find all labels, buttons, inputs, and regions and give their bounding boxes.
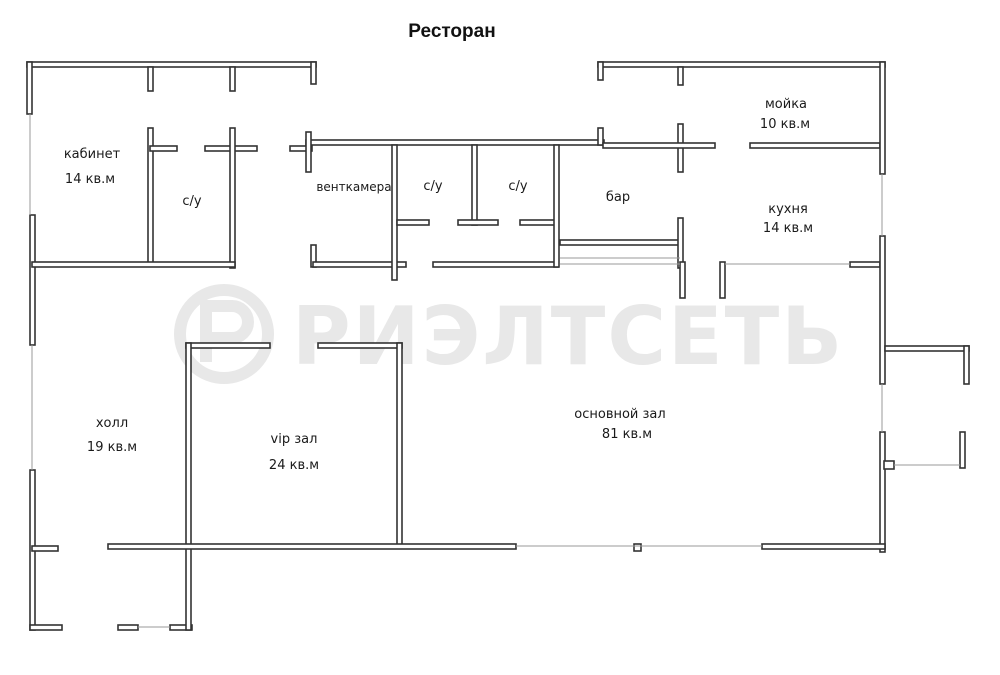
wall-right-middle (879, 235, 886, 385)
wall-annex-right (963, 345, 970, 385)
wall-left-middle (29, 214, 36, 346)
openings (29, 114, 960, 628)
wall-right-upper (879, 61, 886, 175)
wall-wash-stub (677, 66, 684, 86)
realtset-logo-icon (174, 284, 274, 384)
wall-wc-block-bottom (432, 261, 559, 268)
room-wc-1-name: с/у (423, 179, 443, 194)
wall-top-left-corner-end (310, 61, 317, 85)
room-vip-name: vip зал (271, 432, 318, 447)
wall-right-lower-stub (883, 460, 895, 470)
wall-vent-left-upper (305, 131, 312, 173)
room-wc-office-name: с/у (182, 194, 202, 209)
room-wash-area: 10 кв.м (760, 117, 810, 132)
room-hall-area: 19 кв.м (87, 440, 137, 455)
wall-wash-bottom-left (602, 142, 716, 149)
plan-title: Ресторан (408, 21, 495, 42)
room-bar-name: бар (606, 190, 630, 205)
wall-vent-bottom (312, 261, 407, 268)
wall-vip-left-lower (185, 547, 192, 631)
room-hall-name: холл (96, 416, 128, 431)
wall-top-right-corner (597, 61, 604, 81)
wall-wash-bottom-right (749, 142, 881, 149)
wall-bar-counter (559, 239, 681, 246)
watermark-text: РИЭЛТСЕТЬ (292, 290, 844, 383)
wall-kitchen-bottom (849, 261, 881, 268)
wall-annex-lower-right (959, 431, 966, 469)
wall-wc-right (229, 127, 236, 269)
room-main-area: 81 кв.м (602, 427, 652, 442)
wall-office-top-stub-2 (229, 66, 236, 92)
wall-right-lower (879, 431, 886, 553)
wall-bar-right (677, 217, 684, 269)
wall-vent-right (391, 144, 398, 281)
wall-vip-top-left (185, 342, 271, 349)
wall-wc-partition (471, 144, 478, 226)
wall-left-upper (26, 61, 33, 115)
room-office-area: 14 кв.м (65, 172, 115, 187)
wall-top-right (597, 61, 886, 68)
room-kitchen-area: 14 кв.м (763, 221, 813, 236)
wall-bar-left (553, 144, 560, 268)
wall-bar-door-post-1 (679, 261, 686, 299)
wall-top-left (26, 61, 317, 68)
wall-vip-right (396, 342, 403, 549)
wall-office-top-stub-1 (147, 66, 154, 92)
room-wash-name: мойка (765, 97, 807, 112)
wall-bar-top-stub (597, 127, 604, 146)
walls (26, 61, 970, 631)
wall-bottom-left-2 (117, 624, 139, 631)
room-kitchen-name: кухня (768, 202, 808, 217)
room-labels: кабинет 14 кв.м с/у венткамера с/у с/у б… (64, 97, 813, 473)
wall-bar-door-post-2 (719, 261, 726, 299)
watermark: РИЭЛТСЕТЬ (174, 284, 844, 384)
room-office-name: кабинет (64, 147, 121, 162)
room-wc-2-name: с/у (508, 179, 528, 194)
wall-corridor-stub (289, 145, 313, 152)
wall-wc2-stub-left (457, 219, 499, 226)
wall-vip-left (185, 342, 192, 549)
wall-office-bottom (31, 261, 236, 268)
wall-vip-top-right (317, 342, 403, 349)
room-vent-name: венткамера (316, 180, 391, 194)
wall-wc-top-left (149, 145, 178, 152)
wall-hall-stub (31, 545, 59, 552)
room-vip-area: 24 кв.м (269, 458, 319, 473)
wall-wc2-stub-right (519, 219, 559, 226)
wall-bottom-left (29, 624, 63, 631)
room-main-name: основной зал (574, 407, 665, 422)
wall-bottom-main-left (107, 543, 517, 550)
wall-bottom-main-post (633, 543, 642, 552)
wall-annex-top (884, 345, 970, 352)
wall-bottom-main-right (761, 543, 886, 550)
wall-wc1-stub (396, 219, 430, 226)
